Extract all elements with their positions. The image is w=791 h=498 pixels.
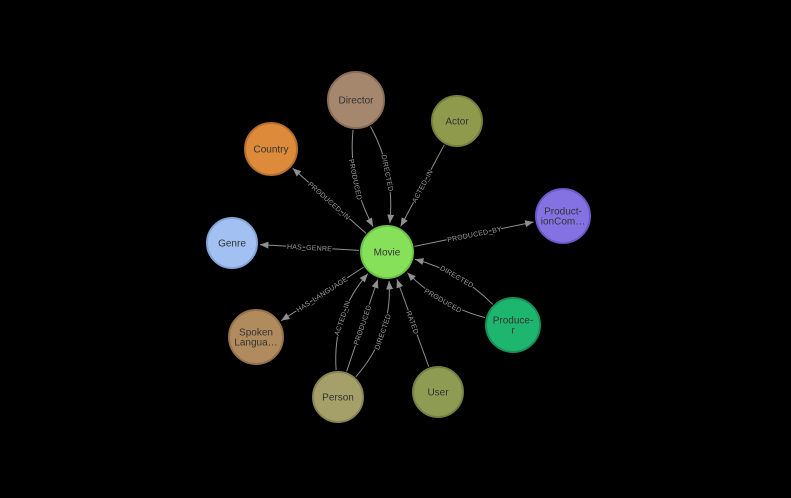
edge-label[interactable]: RATED — [403, 309, 420, 337]
graph-node-producer[interactable]: Produce-r — [485, 297, 541, 353]
graph-edge-actor-acted_in-movie[interactable]: ACTED_IN — [400, 144, 445, 227]
node-circle[interactable] — [412, 366, 464, 418]
edge-line[interactable] — [406, 272, 486, 319]
edge-label[interactable]: ACTED_IN — [333, 299, 353, 338]
edge-label[interactable]: HAS_GENRE — [286, 242, 334, 254]
node-circle[interactable] — [327, 71, 385, 129]
graph-edge-director-directed-movie[interactable]: DIRECTED — [369, 126, 395, 224]
edge-label[interactable]: PRODUCED — [422, 287, 464, 316]
edge-line[interactable] — [259, 241, 360, 251]
graph-node-director[interactable]: Director — [327, 71, 385, 129]
graph-edge-producer-produced-movie[interactable]: PRODUCED — [406, 272, 486, 319]
edge-line[interactable] — [400, 144, 445, 227]
edge-label[interactable]: DIRECTED — [378, 153, 395, 194]
edge-label[interactable]: PRODUCED — [346, 157, 364, 202]
edge-line[interactable] — [292, 167, 367, 234]
edge-label[interactable]: ACTED_IN — [410, 168, 436, 206]
edge-line[interactable] — [355, 280, 394, 378]
edge-line[interactable] — [346, 279, 379, 372]
graph-edge-movie-has_language-spoken_language[interactable]: HAS_LANGUAGE — [280, 266, 364, 322]
graph-edge-producer-directed-movie[interactable]: DIRECTED — [414, 258, 494, 305]
graph-edge-movie-produced_by-production_company[interactable]: PRODUCED_BY — [414, 220, 534, 247]
edge-label[interactable]: DIRECTED — [373, 312, 394, 352]
node-circle[interactable] — [431, 95, 483, 147]
edge-line[interactable] — [396, 279, 430, 367]
graph-edge-director-produced-movie[interactable]: PRODUCED — [346, 129, 374, 227]
node-circle[interactable] — [206, 217, 258, 269]
node-circle[interactable] — [312, 371, 364, 423]
graph-node-actor[interactable]: Actor — [431, 95, 483, 147]
node-circle[interactable] — [228, 309, 284, 365]
graph-node-production_company[interactable]: Product-ionCom… — [535, 188, 591, 244]
edge-line[interactable] — [280, 266, 364, 322]
graph-edge-movie-has_genre-genre[interactable]: HAS_GENRE — [259, 241, 360, 255]
edge-line[interactable] — [414, 220, 534, 247]
node-circle[interactable] — [535, 188, 591, 244]
edge-line[interactable] — [369, 126, 395, 224]
node-circle[interactable] — [360, 225, 414, 279]
edge-line[interactable] — [414, 258, 494, 305]
graph-node-user[interactable]: User — [412, 366, 464, 418]
graph-node-person[interactable]: Person — [312, 371, 364, 423]
edge-label[interactable]: HAS_LANGUAGE — [294, 275, 350, 316]
edge-label[interactable]: PRODUCED_BY — [446, 225, 504, 246]
edge-label[interactable]: DIRECTED — [437, 264, 475, 291]
node-circle[interactable] — [244, 122, 298, 176]
node-circle[interactable] — [485, 297, 541, 353]
graph-node-country[interactable]: Country — [244, 122, 298, 176]
graph-edge-person-produced-movie[interactable]: PRODUCED — [346, 279, 379, 372]
graph-node-genre[interactable]: Genre — [206, 217, 258, 269]
edge-line[interactable] — [335, 273, 369, 371]
graph-node-movie[interactable]: Movie — [360, 225, 414, 279]
edge-label[interactable]: PRODUCED — [352, 303, 374, 347]
edge-label[interactable]: PRODUCED_IN — [305, 180, 352, 223]
edge-line[interactable] — [351, 129, 374, 227]
